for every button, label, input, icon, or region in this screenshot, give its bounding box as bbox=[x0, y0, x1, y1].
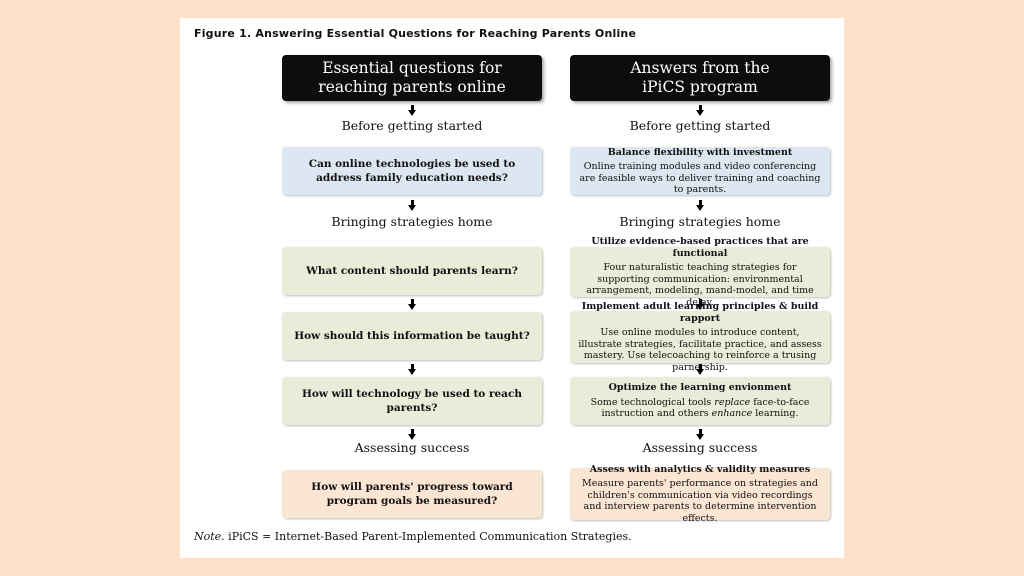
answer-body-emphasis: enhance bbox=[711, 408, 753, 420]
arrow-down bbox=[408, 429, 416, 440]
stage-before-right: Before getting started bbox=[629, 118, 771, 133]
answer-box-3: Implement adult learning principles & bu… bbox=[570, 301, 830, 373]
note-text: iPiCS = Internet-Based Parent-Implemente… bbox=[224, 530, 632, 543]
answer-body-emphasis: replace bbox=[714, 396, 751, 408]
answer-heading: Assess with analytics & validity measure… bbox=[589, 463, 811, 475]
answer-body-part: learning. bbox=[752, 408, 799, 420]
answer-heading: Balance flexibility with investment bbox=[607, 146, 793, 158]
question-box-1: Can online technologies be used to addre… bbox=[282, 147, 542, 195]
left-column-header: Essential questions for reaching parents… bbox=[282, 55, 542, 101]
right-header-line1: Answers from the bbox=[630, 59, 770, 77]
answer-heading: Optimize the learning envionment bbox=[608, 382, 792, 394]
note-label: Note. bbox=[194, 530, 225, 543]
question-text: What content should parents learn? bbox=[306, 265, 518, 277]
answer-body: Online training modules and video confer… bbox=[579, 161, 821, 195]
answer-body-part: Some technological tools bbox=[590, 396, 715, 408]
arrow-down bbox=[696, 105, 704, 116]
question-box-3: How should this information be taught? bbox=[282, 312, 542, 360]
answer-body-part: face-to-face instruction and others bbox=[601, 396, 810, 420]
arrow-down bbox=[408, 299, 416, 310]
answer-heading: Utilize evidence-based practices that ar… bbox=[591, 236, 809, 259]
question-text: How should this information be taught? bbox=[294, 330, 530, 342]
stage-bringing-left: Bringing strategies home bbox=[331, 214, 493, 229]
stage-before-left: Before getting started bbox=[341, 118, 483, 133]
answer-box-5: Assess with analytics & validity measure… bbox=[570, 464, 830, 524]
question-text: How will parents' progress toward progra… bbox=[311, 481, 513, 507]
stage-assessing-right: Assessing success bbox=[642, 440, 758, 455]
arrow-down bbox=[696, 364, 704, 375]
question-box-2: What content should parents learn? bbox=[282, 247, 542, 295]
question-box-5: How will parents' progress toward progra… bbox=[282, 470, 542, 518]
answer-body: Measure parents' performance on strategi… bbox=[581, 478, 818, 524]
answer-box-1: Balance flexibility with investment Onli… bbox=[570, 147, 830, 195]
question-text: Can online technologies be used to addre… bbox=[308, 158, 516, 184]
arrow-down bbox=[408, 364, 416, 375]
right-header-line2: iPiCS program bbox=[642, 78, 758, 96]
left-header-text: Essential questions for reaching parents… bbox=[318, 59, 506, 96]
question-box-4: How will technology be used to reach par… bbox=[282, 377, 542, 425]
arrow-down bbox=[696, 299, 704, 310]
figure-title: Figure 1. Answering Essential Questions … bbox=[194, 27, 637, 40]
answer-box-4: Optimize the learning envionment Some te… bbox=[570, 377, 830, 425]
answer-box-2: Utilize evidence-based practices that ar… bbox=[570, 236, 830, 308]
arrow-down bbox=[696, 200, 704, 211]
right-column-header: Answers from the iPiCS program bbox=[570, 55, 830, 101]
figure-note: Note. iPiCS = Internet-Based Parent-Impl… bbox=[194, 530, 632, 543]
question-text: How will technology be used to reach par… bbox=[301, 388, 523, 414]
stage-assessing-left: Assessing success bbox=[354, 440, 470, 455]
stage-bringing-right: Bringing strategies home bbox=[619, 214, 781, 229]
arrow-down bbox=[408, 200, 416, 211]
arrow-down bbox=[408, 105, 416, 116]
answer-body: Some technological tools replace face-to… bbox=[578, 397, 822, 420]
arrow-down bbox=[696, 429, 704, 440]
figure-panel: Figure 1. Answering Essential Questions … bbox=[180, 18, 844, 558]
answer-heading: Implement adult learning principles & bu… bbox=[581, 301, 819, 324]
